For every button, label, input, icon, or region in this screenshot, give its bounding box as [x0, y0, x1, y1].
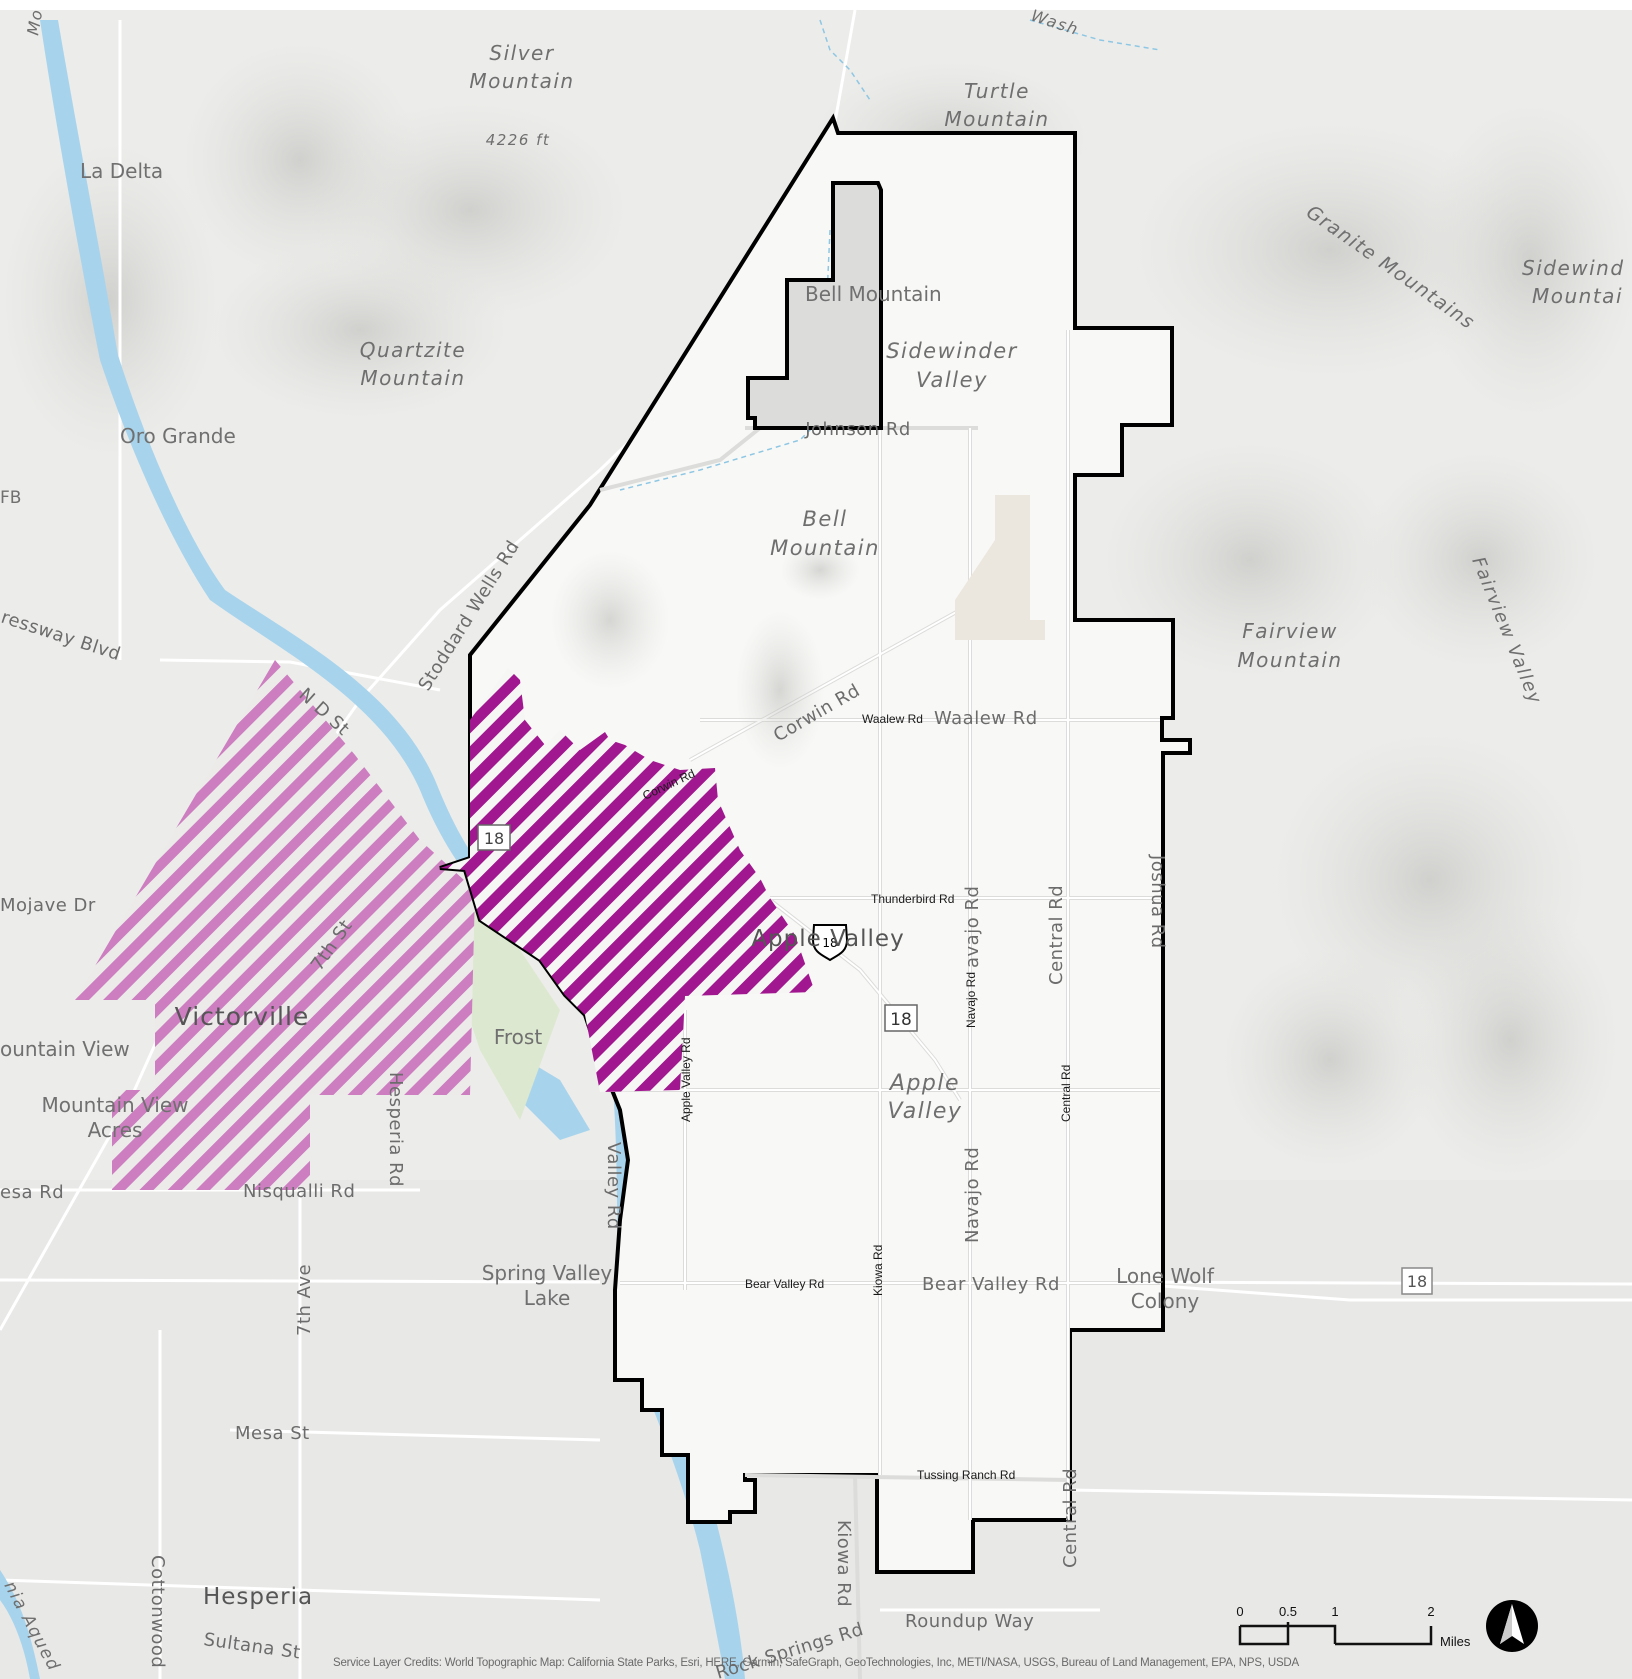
label-victorville: Victorville: [175, 1002, 310, 1031]
airport: [955, 495, 1045, 640]
label-silver-mountain-1: Silver: [489, 41, 554, 65]
label-mojave-dr: Mojave Dr: [0, 895, 96, 916]
excluded-area: [746, 181, 883, 430]
label-frost: Frost: [494, 1025, 542, 1049]
label-kiowa-rd-south: Kiowa Rd: [833, 1520, 854, 1607]
inner-hillshade: [550, 540, 860, 770]
label-nisqualli-rd: Nisqualli Rd: [243, 1181, 355, 1202]
label-bear-valley-rd-small: Bear Valley Rd: [745, 1277, 824, 1291]
label-oro-grande: Oro Grande: [120, 424, 236, 448]
label-lone-wolf-1: Lone Wolf: [1116, 1264, 1215, 1288]
label-sidewinder-mountain-1: Sidewind: [1522, 256, 1625, 280]
label-quartzite-1: Quartzite: [360, 338, 466, 362]
label-7th-ave: 7th Ave: [294, 1264, 315, 1336]
sr18-shield-a: 18: [477, 824, 511, 851]
label-sidewinder-valley-2: Valley: [916, 368, 988, 392]
svg-text:18: 18: [822, 936, 837, 950]
label-roundup-way: Roundup Way: [905, 1611, 1034, 1632]
scale-unit: Miles: [1440, 1634, 1471, 1649]
label-central-rd-south: Central Rd: [1060, 1468, 1081, 1568]
scale-bar: 0 0.5 1 2 Miles: [1236, 1604, 1471, 1649]
label-la-delta: La Delta: [80, 159, 163, 183]
us18-shield: 18: [811, 924, 849, 962]
scale-tick-0: 0: [1236, 1604, 1243, 1619]
label-navajo-rd-partial: avajo Rd: [962, 886, 983, 968]
label-navajo-rd-large: Navajo Rd: [962, 1147, 983, 1243]
label-tussing-ranch-rd: Tussing Ranch Rd: [917, 1468, 1015, 1482]
label-mesa-st: Mesa St: [235, 1423, 310, 1444]
interior-roads-fill: [600, 330, 1160, 1520]
label-fb: FB: [0, 488, 21, 508]
label-apple-valley-2-1: Apple: [888, 1071, 960, 1096]
label-mountain-view-acres-1: Mountain View: [42, 1093, 189, 1117]
label-mountain-view: ountain View: [0, 1037, 130, 1061]
hillshade: [0, 40, 1632, 1180]
label-joshua-rd: Joshua Rd: [1147, 854, 1168, 949]
label-silver-mountain-2: Mountain: [469, 69, 574, 93]
label-kiowa-rd: Kiowa Rd: [871, 1245, 885, 1296]
scale-tick-1: 1: [1331, 1604, 1338, 1619]
label-bell-mountain-north: Bell Mountain: [805, 282, 942, 306]
label-central-rd-large: Central Rd: [1046, 885, 1067, 985]
label-sidewinder-mountain-2: Mountai: [1532, 284, 1623, 308]
service-credits: Service Layer Credits: World Topographic…: [332, 1657, 1299, 1669]
svg-text:18: 18: [484, 829, 504, 848]
scale-tick-0-5: 0.5: [1279, 1604, 1297, 1619]
label-bell-mountain-1: Bell: [803, 507, 848, 531]
label-apple-valley-2-2: Valley: [888, 1099, 963, 1124]
label-thunderbird-rd: Thunderbird Rd: [871, 892, 954, 906]
label-apple-valley-city: Apple Valley: [751, 926, 904, 952]
scale-tick-2: 2: [1427, 1604, 1434, 1619]
label-bear-valley-rd-large: Bear Valley Rd: [922, 1274, 1060, 1295]
label-apple-valley-rd-large: Valley Rd: [603, 1142, 624, 1230]
label-hesperia: Hesperia: [203, 1584, 313, 1610]
svg-text:18: 18: [890, 1010, 912, 1030]
label-bell-mountain-2: Mountain: [770, 536, 880, 560]
label-apple-valley-rd-small: Apple Valley Rd: [679, 1038, 693, 1123]
label-mo: Mo: [23, 7, 46, 36]
label-spring-valley-1: Spring Valley: [482, 1261, 613, 1285]
label-elevation: 4226 ft: [486, 131, 551, 149]
label-turtle-mountain-2: Mountain: [944, 107, 1049, 131]
label-johnson-rd: Johnson Rd: [804, 419, 911, 440]
label-fairview-mountain-2: Mountain: [1237, 648, 1342, 672]
label-cottonwood: Cottonwood: [147, 1555, 168, 1668]
label-sidewinder-valley-1: Sidewinder: [886, 339, 1018, 363]
label-hesperia-rd: Hesperia Rd: [385, 1072, 406, 1187]
label-waalew-rd-small: Waalew Rd: [862, 712, 923, 726]
sr18-shield-b: 18: [884, 1004, 918, 1032]
svg-text:18: 18: [1407, 1272, 1427, 1291]
label-quartzite-2: Mountain: [360, 366, 465, 390]
sr18-shield-c: 18: [1401, 1267, 1433, 1295]
label-central-rd-small: Central Rd: [1059, 1065, 1073, 1122]
label-spring-valley-2: Lake: [524, 1286, 571, 1310]
label-lone-wolf-2: Colony: [1131, 1289, 1200, 1313]
victorville-hatch-area: [75, 660, 475, 1190]
label-mountain-view-acres-2: Acres: [88, 1118, 143, 1142]
label-mesa-rd: esa Rd: [0, 1182, 64, 1203]
label-turtle-mountain-1: Turtle: [964, 79, 1030, 103]
label-waalew-rd-large: Waalew Rd: [934, 708, 1038, 729]
planning-area-hatch[interactable]: [440, 668, 815, 1092]
top-margin: [0, 0, 1632, 10]
north-arrow-icon: [1486, 1600, 1538, 1652]
label-fairview-mountain-1: Fairview: [1242, 619, 1338, 643]
label-navajo-rd-small: Navajo Rd: [964, 972, 978, 1028]
